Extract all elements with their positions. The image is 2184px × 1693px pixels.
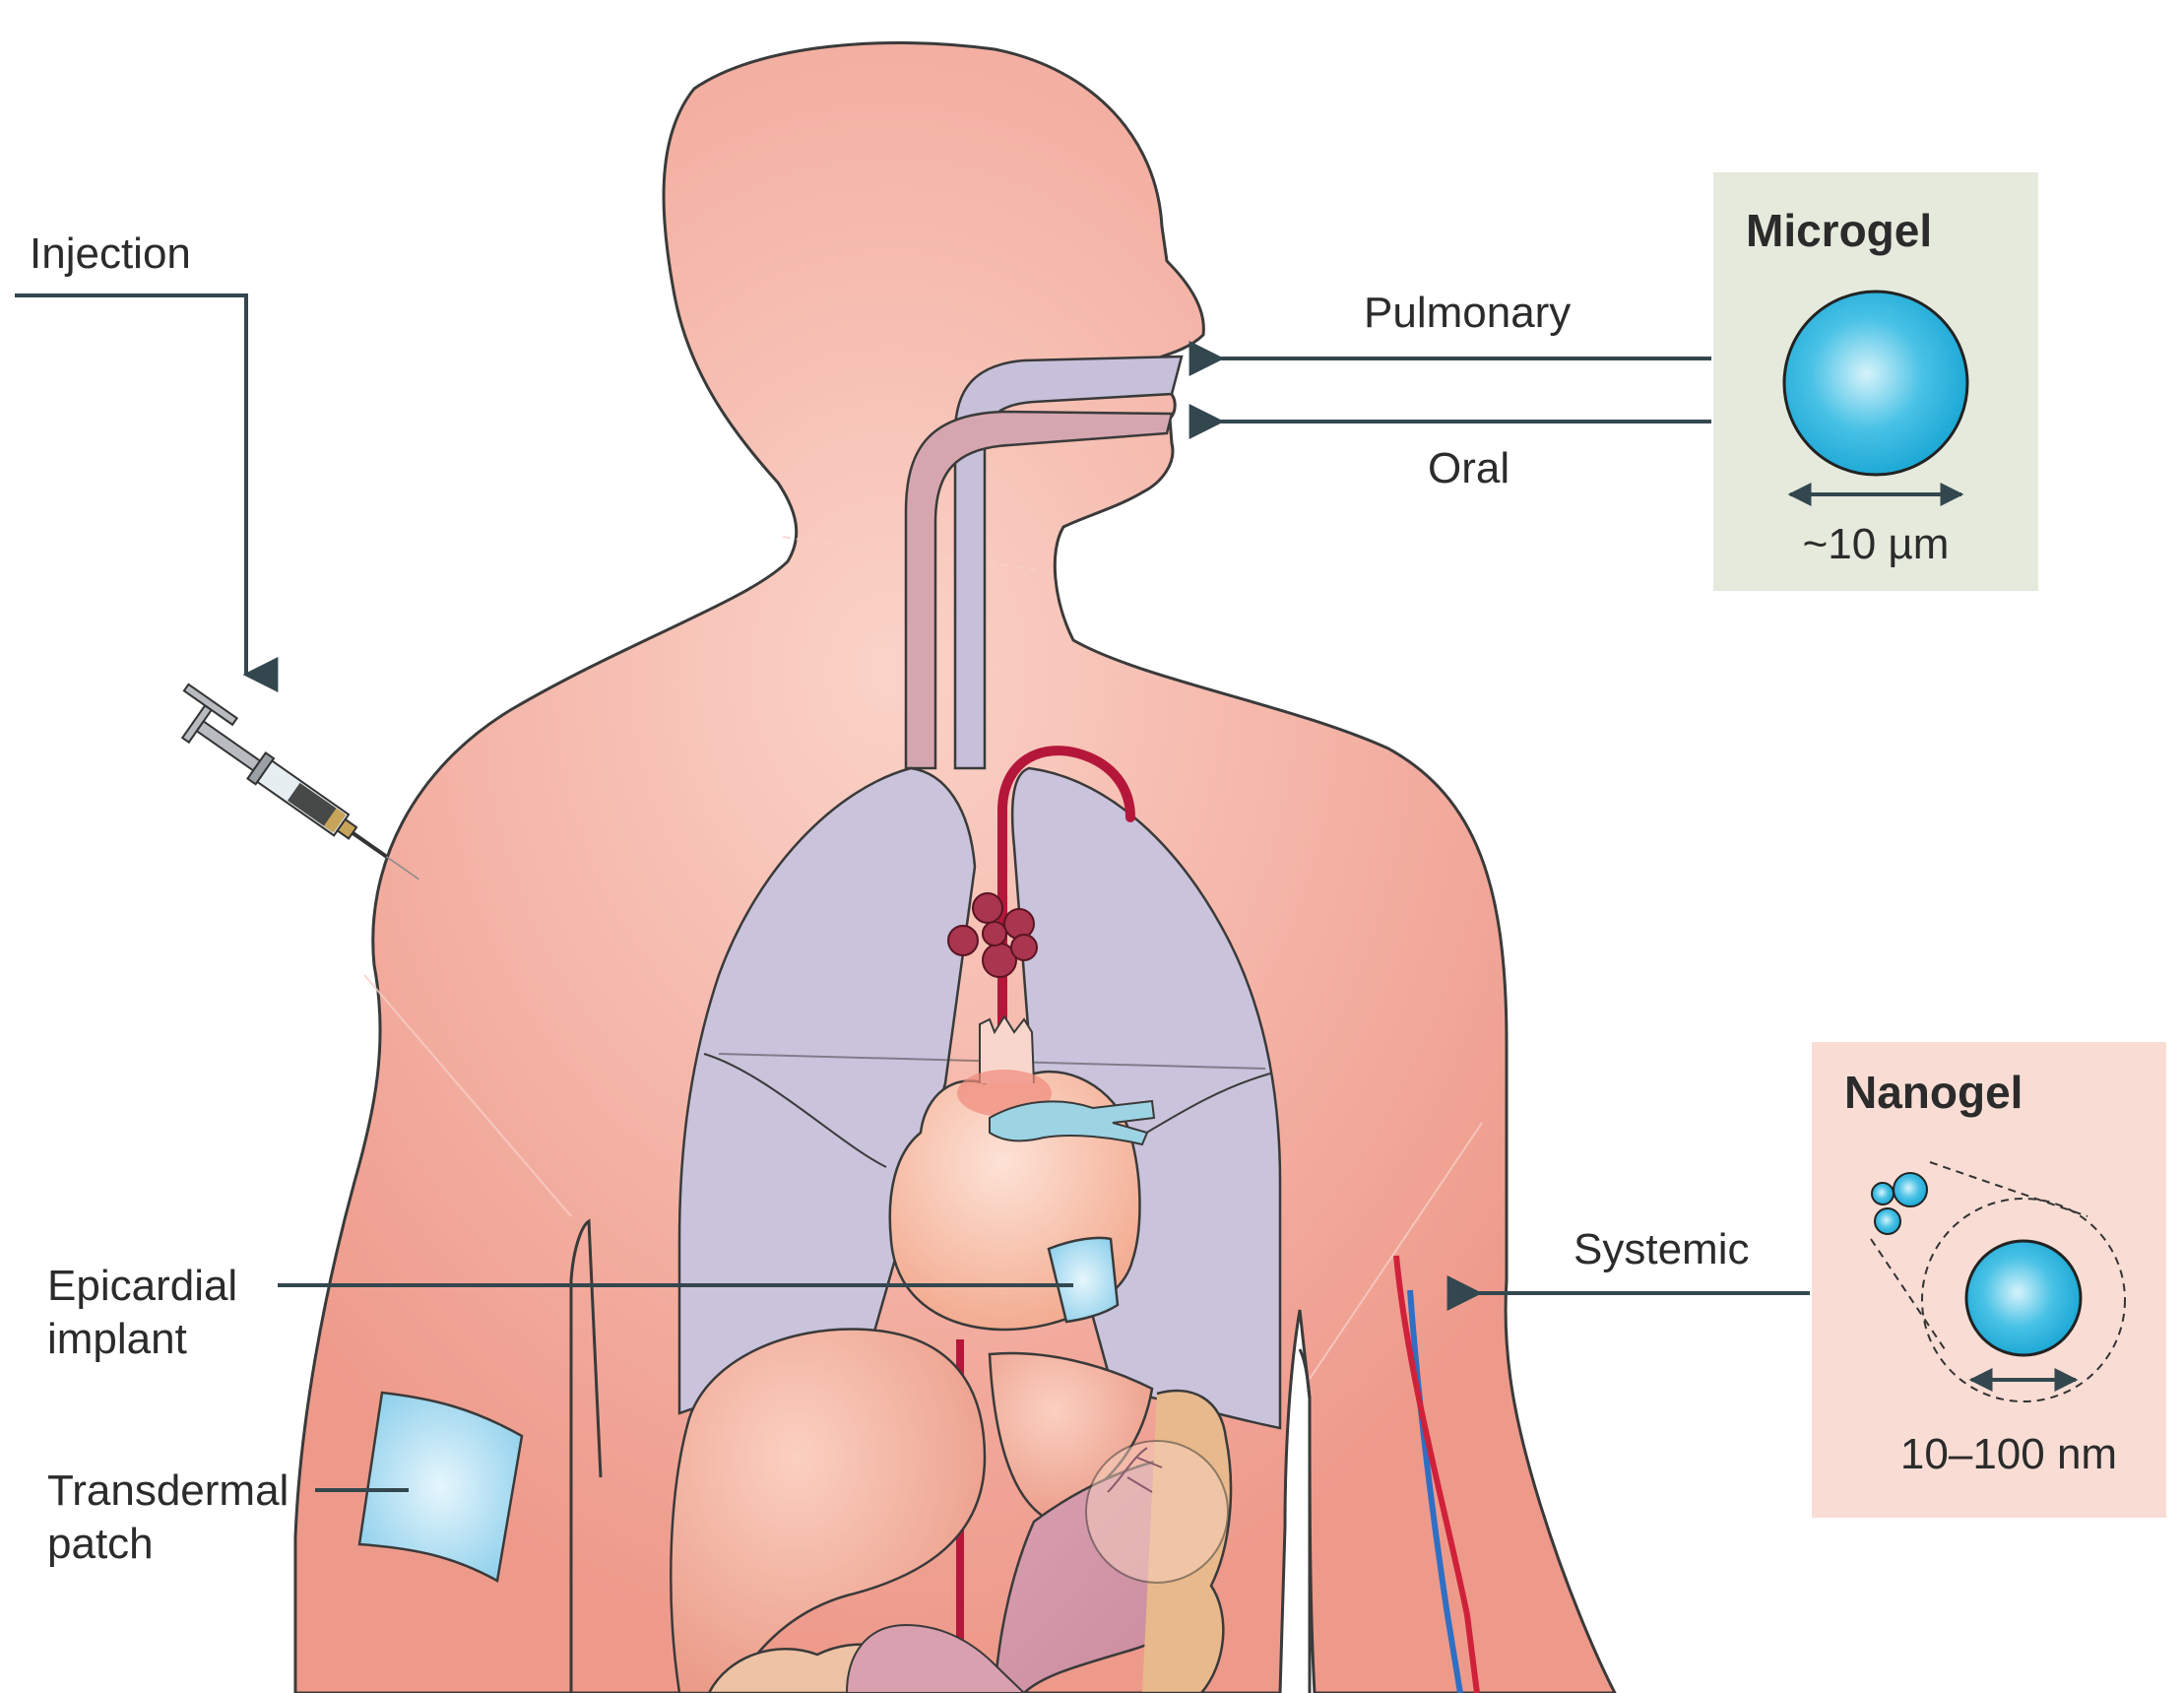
oral-label: Oral <box>1428 444 1510 492</box>
aortic-arch <box>997 746 1135 1039</box>
lymph-node-cluster <box>947 892 1038 978</box>
nanogel-particle-small-3 <box>1874 1207 1901 1235</box>
esophagus-tube <box>904 410 1174 770</box>
transdermal-label-line2: patch <box>47 1520 154 1568</box>
stomach-overlay <box>1085 1440 1229 1584</box>
systemic-vein <box>1407 1289 1463 1693</box>
liver <box>670 1328 987 1693</box>
lung-fissure-left <box>703 1053 887 1168</box>
microgel-sphere <box>1782 290 1969 477</box>
left-arm-contour <box>569 1218 603 1693</box>
transdermal-patch <box>357 1391 524 1583</box>
transdermal-label-line1: Transdermal <box>47 1466 289 1515</box>
nanogel-zoom-circle <box>1921 1198 2126 1402</box>
epicardial-label-line2: implant <box>47 1315 187 1363</box>
shoulder-crease-right <box>1309 1122 1483 1380</box>
microgel-title: Microgel <box>1746 205 1932 256</box>
epicardial-implant-patch <box>1047 1236 1120 1324</box>
nanogel-particle-small-2 <box>1893 1172 1928 1207</box>
nanogel-zoom-line-1 <box>1929 1161 2088 1217</box>
epicardial-label-line1: Epicardial <box>47 1262 237 1310</box>
duodenum <box>845 1623 1026 1693</box>
left-lung <box>677 766 977 1415</box>
microgel-size-label: ~10 µm <box>1803 520 1950 568</box>
injection-label: Injection <box>30 229 191 278</box>
nanogel-particle-small-1 <box>1871 1182 1895 1205</box>
nanogel-zoom-line-2 <box>1870 1238 1946 1350</box>
nanogel-size-label: 10–100 nm <box>1900 1430 2117 1478</box>
neck-crease <box>782 536 1045 572</box>
stomach-vessels <box>1107 1447 1163 1493</box>
aortic-root <box>979 1014 1035 1084</box>
nanogel-title: Nanogel <box>1844 1067 2023 1118</box>
pulmonary-vessel <box>989 1099 1156 1146</box>
shoulder-crease-left <box>363 974 572 1217</box>
right-arm-contour <box>1298 1348 1312 1693</box>
pulmonary-label: Pulmonary <box>1364 289 1571 337</box>
systemic-artery <box>1393 1255 1480 1693</box>
trachea-tube <box>953 355 1184 770</box>
injection-arrow <box>15 293 279 692</box>
systemic-label: Systemic <box>1574 1225 1749 1273</box>
syringe-icon <box>180 683 419 880</box>
nanogel-sphere <box>1964 1239 2083 1357</box>
